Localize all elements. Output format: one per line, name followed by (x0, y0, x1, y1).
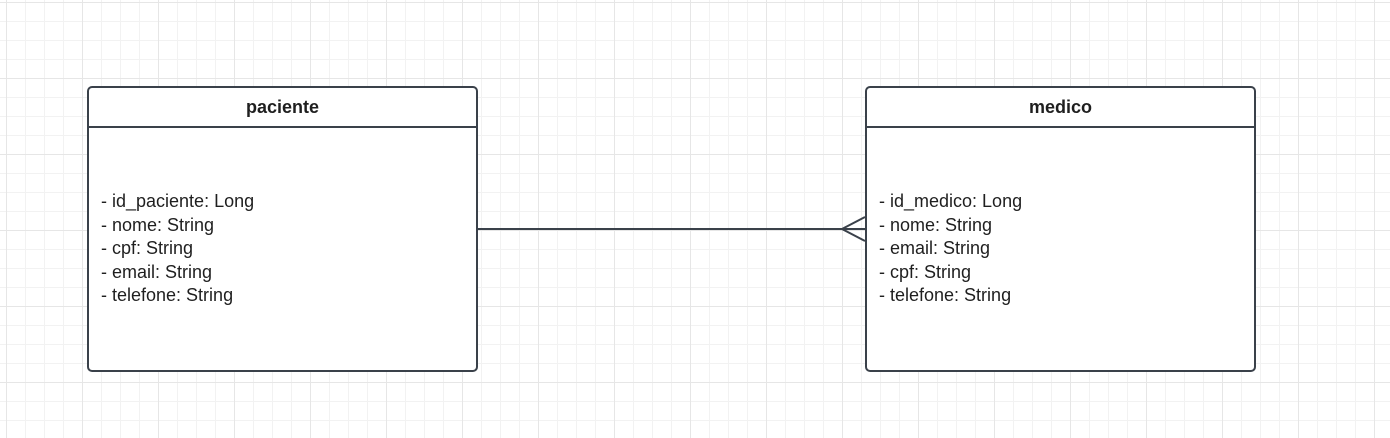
attribute-item: - email: String (879, 238, 991, 258)
attribute-item: - cpf: String (879, 261, 972, 282)
attribute-list: - id_paciente: Long - nome: String - cpf… (101, 190, 254, 308)
entity-title: medico (867, 88, 1254, 128)
entity-medico[interactable]: medico - id_medico: Long - nome: String … (865, 86, 1256, 372)
attribute-list: - id_medico: Long - nome: String - email… (879, 190, 1022, 308)
attribute-item: - email: String (101, 261, 213, 282)
attribute-item: - id_medico: Long (879, 191, 1023, 211)
attribute-item: - telefone: String (879, 285, 1012, 305)
crows-foot-icon (839, 216, 866, 242)
attribute-item: - nome: String (101, 214, 215, 235)
entity-title: paciente (89, 88, 476, 128)
entity-paciente[interactable]: paciente - id_paciente: Long - nome: Str… (87, 86, 478, 372)
attribute-item: - id_paciente: Long (101, 191, 255, 211)
attribute-item: - nome: String (879, 214, 993, 235)
attribute-item: - telefone: String (101, 285, 234, 305)
attribute-item: - cpf: String (101, 238, 194, 258)
